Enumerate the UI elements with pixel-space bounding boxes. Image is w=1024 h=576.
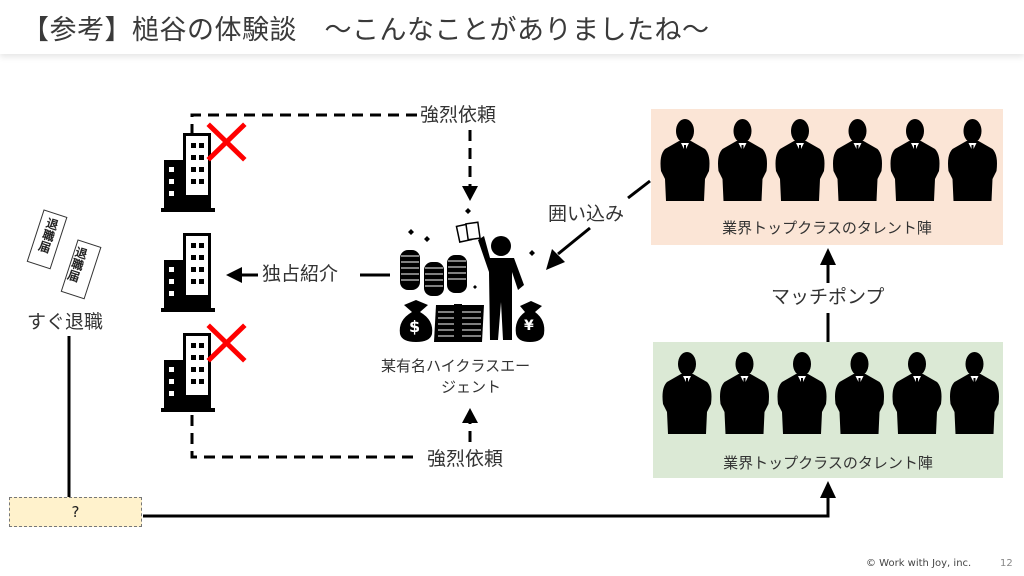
business-person-icon (660, 119, 710, 201)
talent-panel-bottom: 業界トップクラスのタレント陣 (653, 342, 1003, 478)
business-person-icon (833, 119, 882, 201)
resign-label: すぐ退職 (27, 311, 104, 333)
yen-symbol: ¥ (524, 318, 534, 334)
business-person-icon (720, 352, 769, 434)
slide-title: 【参考】槌谷の体験談 ～こんなことがありましたね～ (22, 15, 710, 46)
business-person-icon (775, 119, 825, 201)
cash-stack-icon (434, 304, 484, 342)
business-person-icon (718, 119, 767, 201)
arrowhead-left (226, 267, 242, 283)
strong-request-label-top: 強烈依頼 (417, 105, 500, 126)
talent-panel-top-label: 業界トップクラスのタレント陣 (722, 219, 932, 237)
arrowhead-up-route (820, 481, 836, 498)
strong-request-label-bottom: 強烈依頼 (424, 449, 507, 470)
talent-people-bottom (662, 352, 999, 434)
slide-header: 【参考】槌谷の体験談 ～こんなことがありましたね～ (0, 0, 1024, 54)
page-number: 12 (1000, 558, 1013, 569)
money-bag-yen-icon (515, 301, 545, 342)
building-icon-top (161, 133, 215, 212)
business-person-icon (892, 352, 942, 434)
arrowhead-up (462, 408, 478, 423)
business-person-icon (777, 352, 827, 434)
dollar-symbol: $ (409, 317, 421, 336)
business-person-icon (890, 119, 940, 201)
red-x-icon-bottom (206, 323, 247, 363)
agent-name-line1: 某有名ハイクラスエー (381, 357, 531, 375)
business-person-icon (662, 352, 712, 434)
red-x-icon-top (206, 122, 247, 162)
enclose-arrow (557, 226, 591, 256)
match-pump-label: マッチポンプ (771, 286, 885, 308)
arrowhead-diag (546, 249, 565, 270)
agent-head (491, 236, 511, 256)
talent-panel-top: 業界トップクラスのタレント陣 (651, 109, 1003, 245)
talent-people-top (660, 119, 997, 201)
copyright: © Work with Joy, inc. (866, 558, 972, 569)
route-line (143, 496, 830, 518)
business-person-icon (835, 352, 884, 434)
building-icon-middle (161, 233, 215, 312)
business-person-icon (948, 119, 997, 201)
dashed-line-bottom (190, 415, 420, 459)
building-icon-bottom (161, 333, 215, 412)
dashed-line-top (190, 113, 470, 135)
resignation-letter-icon-1 (26, 209, 68, 270)
exclusive-intro-label: 独占紹介 (262, 263, 339, 285)
arrowhead-down (462, 186, 478, 201)
money-bag-dollar-icon (399, 300, 433, 342)
coin-stack-icon (400, 250, 467, 296)
talent-panel-bottom-label: 業界トップクラスのタレント陣 (723, 454, 933, 472)
agent-body (478, 236, 524, 340)
question-box: ? (9, 497, 142, 527)
resignation-letter-icon-2 (60, 239, 102, 300)
agent-icon (399, 208, 545, 342)
business-person-icon (950, 352, 999, 434)
enclose-label: 囲い込み (546, 203, 627, 225)
arrowhead-up-pump (820, 248, 836, 265)
agent-name-line2: ジェント (441, 378, 502, 396)
